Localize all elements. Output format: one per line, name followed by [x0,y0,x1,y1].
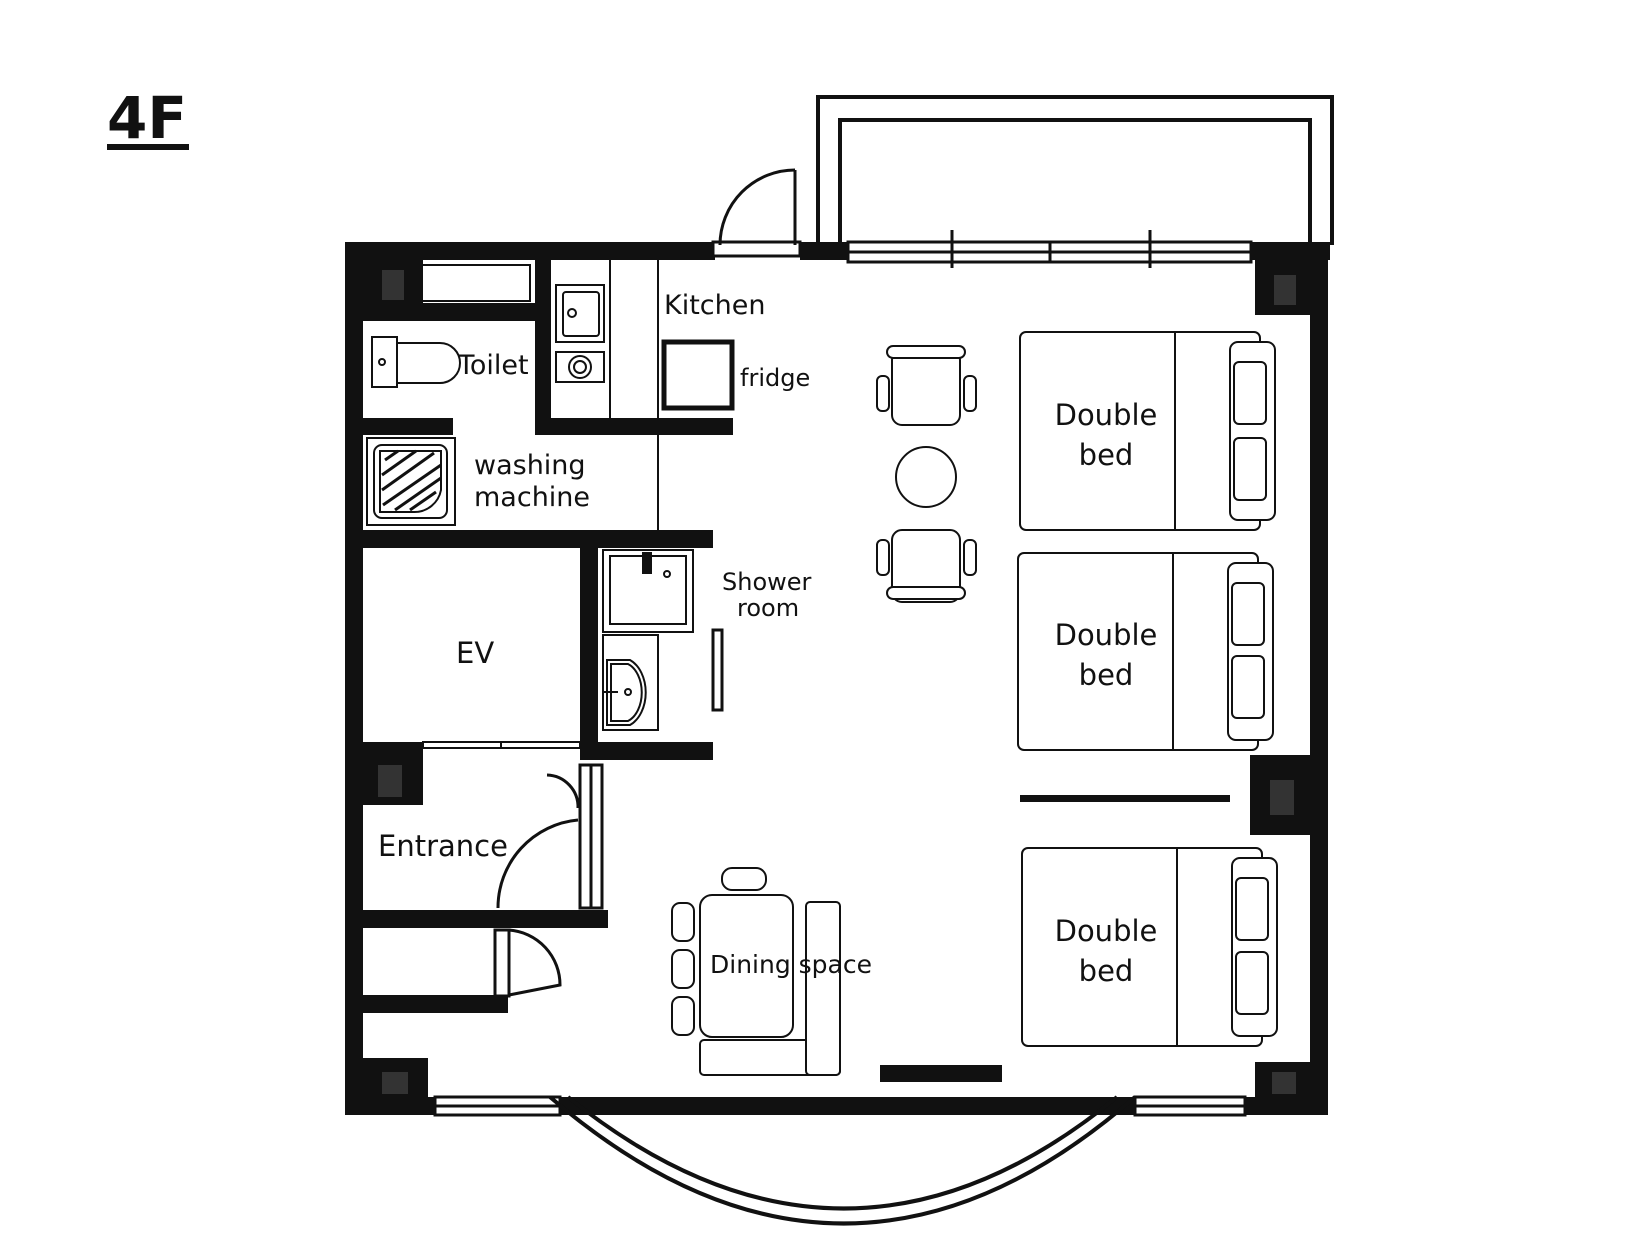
label-washing-2: machine [474,482,590,513]
balcony [816,95,1334,245]
small-table-set [876,345,977,603]
label-shower-2: room [737,594,799,622]
floor-title: 4F [107,84,187,152]
label-bed-2-line2: bed [1079,658,1134,692]
round-table-icon [895,446,957,508]
chair-icon [891,529,961,603]
label-fridge: fridge [740,364,810,392]
doors [493,168,797,998]
bed-2 [1017,552,1274,751]
label-bed-3-line2: bed [1079,954,1134,988]
label-ev: EV [456,636,494,670]
bed-1 [1019,331,1276,531]
fridge-icon [661,339,735,411]
partitions [421,260,659,749]
label-bed-2-line1: Double [1055,618,1158,652]
bed-3 [1021,847,1278,1047]
windows [433,230,1253,1117]
label-shower-1: Shower [722,568,812,596]
room-labels: Kitchen fridge Toilet washing machine Sh… [378,290,1157,988]
floor-title-underline [107,144,189,150]
label-bed-3-line1: Double [1055,914,1158,948]
label-kitchen: Kitchen [664,290,765,321]
chair-icon [891,349,961,426]
label-bed-1-line2: bed [1079,438,1134,472]
dining-set [671,867,841,1076]
label-washing-1: washing [474,450,586,481]
kitchen-fixtures [555,284,735,411]
washing-machine-icon [366,437,456,526]
label-toilet: Toilet [457,350,529,381]
toilet-icon [371,336,461,388]
interior-walls [363,260,1230,1082]
bay-window [548,1095,1137,1226]
shower-fixtures [602,549,694,731]
dining-table-icon [699,894,794,1038]
outer-walls [345,242,1330,1115]
label-bed-1-line1: Double [1055,398,1158,432]
label-entrance: Entrance [378,829,508,863]
label-dining: Dining space [710,950,872,979]
